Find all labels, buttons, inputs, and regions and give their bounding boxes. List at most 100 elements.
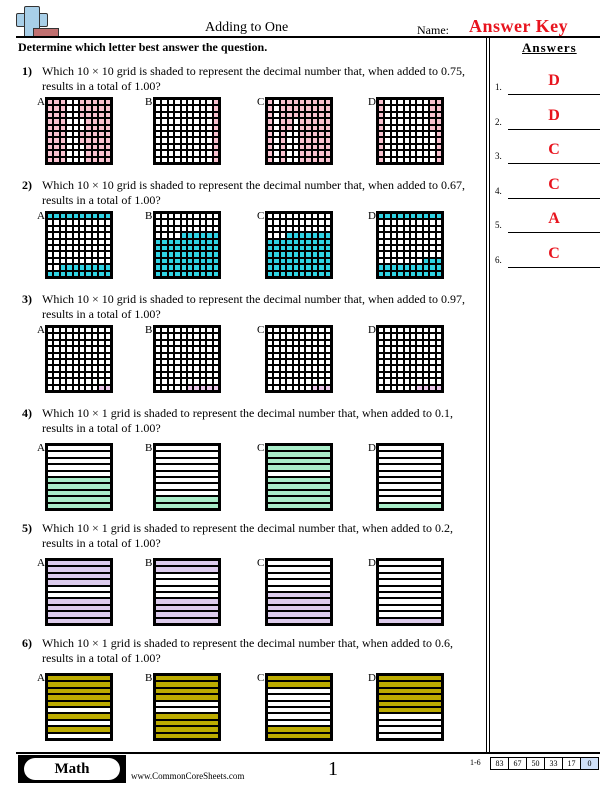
unshaded-cell [378, 451, 442, 458]
unshaded-cell [199, 346, 207, 353]
option-grid-c[interactable] [265, 325, 333, 393]
option-grid-d[interactable] [376, 558, 444, 626]
unshaded-cell [206, 365, 213, 372]
shaded-cell [318, 137, 325, 144]
shaded-cell [180, 257, 187, 265]
shaded-cell [85, 264, 92, 271]
shaded-cell [212, 118, 219, 125]
option-grid-a[interactable] [45, 211, 113, 279]
unshaded-cell [91, 225, 99, 233]
unshaded-cell [384, 327, 391, 334]
unshaded-cell [410, 333, 417, 340]
unshaded-cell [79, 359, 86, 366]
shaded-cell [98, 156, 105, 163]
unshaded-cell [318, 378, 325, 385]
option-grid-b[interactable] [153, 443, 221, 511]
unshaded-cell [273, 384, 280, 391]
option-grid-d[interactable] [376, 443, 444, 511]
unshaded-cell [286, 378, 293, 385]
unshaded-cell [59, 327, 67, 334]
question-text: Which 10 × 1 grid is shaded to represent… [42, 636, 453, 665]
unshaded-cell [299, 219, 306, 226]
shaded-cell [279, 105, 287, 112]
unshaded-cell [273, 124, 280, 131]
shaded-cell [416, 384, 423, 391]
shaded-cell [292, 99, 299, 106]
shaded-cell [397, 270, 404, 277]
option-grid-c[interactable] [265, 673, 333, 741]
unshaded-cell [299, 333, 306, 340]
unshaded-cell [267, 225, 274, 233]
unshaded-cell [305, 384, 312, 391]
option-grid-a[interactable] [45, 673, 113, 741]
unshaded-cell [91, 365, 99, 372]
answer-field[interactable]: D [508, 72, 600, 95]
shaded-cell [305, 156, 312, 163]
unshaded-cell [85, 238, 92, 245]
shaded-cell [311, 264, 319, 271]
shaded-cell [324, 270, 331, 277]
option-grid-b[interactable] [153, 325, 221, 393]
unshaded-cell [167, 327, 175, 334]
option-grid-d[interactable] [376, 325, 444, 393]
answer-field[interactable]: C [508, 245, 600, 268]
unshaded-cell [286, 213, 293, 220]
answer-field[interactable]: D [508, 107, 600, 130]
shaded-cell [47, 111, 54, 119]
option-grid-d[interactable] [376, 673, 444, 741]
option-label: C [257, 324, 265, 336]
shaded-cell [286, 264, 293, 271]
option-grid-c[interactable] [265, 211, 333, 279]
answer-field[interactable]: A [508, 210, 600, 233]
shaded-cell [212, 384, 219, 391]
option-grid-a[interactable] [45, 443, 113, 511]
answer-field[interactable]: C [508, 141, 600, 164]
option-grid-b[interactable] [153, 673, 221, 741]
unshaded-cell [180, 150, 187, 157]
unshaded-cell [299, 225, 306, 233]
unshaded-cell [292, 346, 299, 353]
option-grid-c[interactable] [265, 443, 333, 511]
shaded-cell [267, 598, 331, 605]
unshaded-cell [180, 327, 187, 334]
unshaded-cell [390, 327, 398, 334]
shaded-cell [324, 118, 331, 125]
shaded-cell [212, 150, 219, 157]
option-grid-c[interactable] [265, 558, 333, 626]
unshaded-cell [59, 339, 67, 347]
unshaded-cell [378, 560, 442, 567]
answer-field[interactable]: C [508, 176, 600, 199]
unshaded-cell [72, 378, 79, 385]
unshaded-cell [47, 719, 111, 727]
unshaded-cell [79, 118, 86, 125]
unshaded-cell [273, 371, 280, 379]
unshaded-cell [104, 346, 111, 353]
option-grid-b[interactable] [153, 558, 221, 626]
unshaded-cell [267, 346, 274, 353]
option-grid-b[interactable] [153, 97, 221, 165]
option-grid-c[interactable] [265, 97, 333, 165]
unshaded-cell [199, 371, 207, 379]
option-grid-a[interactable] [45, 325, 113, 393]
shaded-cell [311, 124, 319, 131]
option-grid-b[interactable] [153, 211, 221, 279]
unshaded-cell [305, 219, 312, 226]
shaded-cell [292, 257, 299, 265]
unshaded-cell [155, 359, 162, 366]
unshaded-cell [167, 365, 175, 372]
option-grid-a[interactable] [45, 558, 113, 626]
unshaded-cell [174, 384, 181, 391]
unshaded-cell [212, 359, 219, 366]
shaded-cell [104, 143, 111, 151]
option-grid-a[interactable] [45, 97, 113, 165]
unshaded-cell [324, 333, 331, 340]
shaded-cell [279, 111, 287, 119]
unshaded-cell [104, 371, 111, 379]
option-grid-d[interactable] [376, 97, 444, 165]
shaded-cell [206, 251, 213, 258]
unshaded-cell [286, 365, 293, 372]
shaded-cell [47, 726, 111, 733]
unshaded-cell [47, 378, 54, 385]
unshaded-cell [91, 359, 99, 366]
option-grid-d[interactable] [376, 211, 444, 279]
